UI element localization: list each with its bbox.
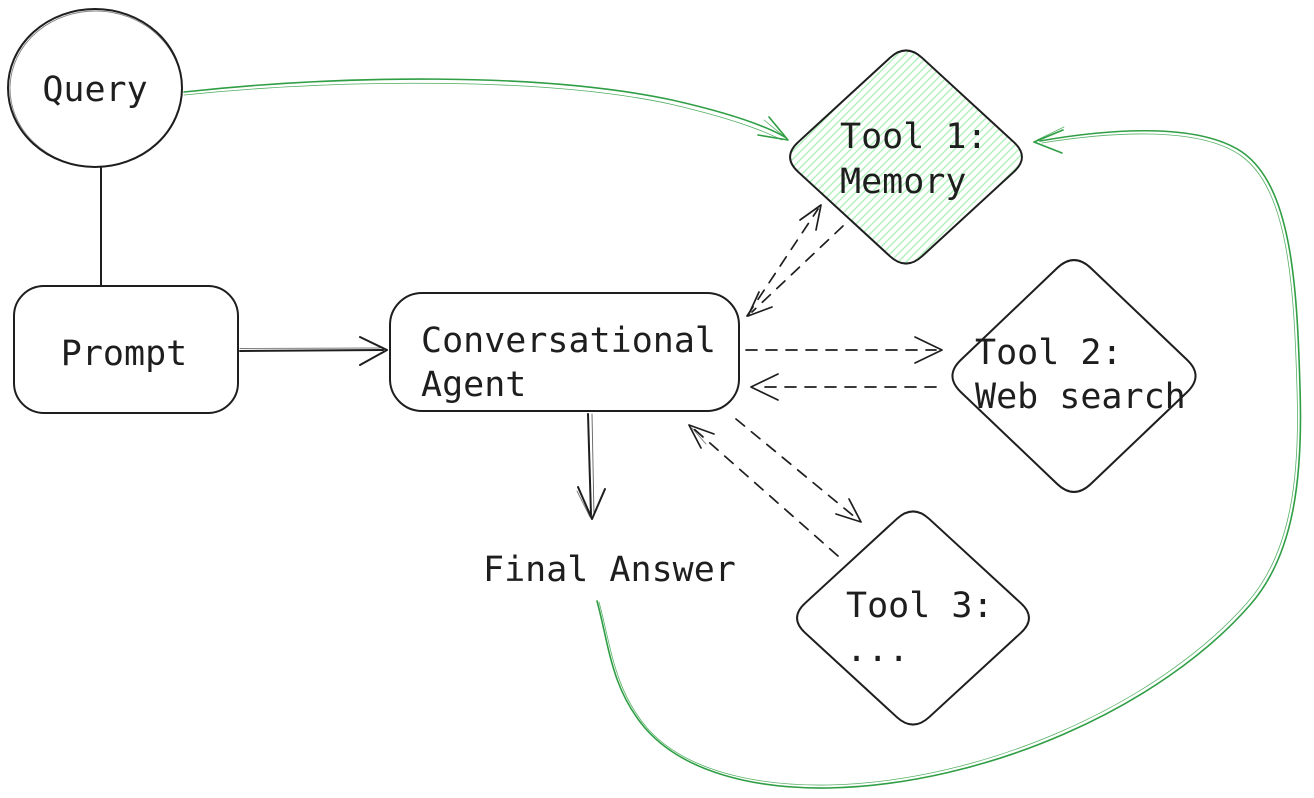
ink-layer <box>7 8 1197 726</box>
tool1-label-line2: Memory <box>840 162 966 202</box>
node-query <box>7 8 183 168</box>
node-tool1 <box>789 49 1023 265</box>
node-tool3 <box>796 510 1030 726</box>
node-prompt <box>13 285 239 414</box>
edge-query-to-tool1 <box>183 78 789 141</box>
green-layer <box>183 78 1302 789</box>
tool1-label-line1: Tool 1: <box>840 117 988 157</box>
node-tool2 <box>951 259 1197 493</box>
edge-agent-to-tool1 <box>746 204 822 317</box>
tool2-label-line1: Tool 2: <box>975 333 1123 373</box>
prompt-label: Prompt <box>61 334 187 374</box>
edge-tool2-to-agent <box>750 373 937 401</box>
label-layer: Query Prompt Conversational Agent Tool 1… <box>42 70 1185 670</box>
query-label: Query <box>42 70 147 110</box>
edge-agent-to-tool3 <box>735 418 862 523</box>
edge-agent-to-tool2 <box>745 336 943 364</box>
edge-agent-to-final-answer <box>576 413 606 520</box>
final-answer-label: Final Answer <box>483 550 736 590</box>
tool2-label-line2: Web search <box>975 377 1186 417</box>
edge-prompt-to-agent <box>239 336 388 366</box>
edge-tool3-to-agent <box>688 424 839 557</box>
agent-label-line2: Agent <box>421 365 526 405</box>
tool3-label-line2: ... <box>846 630 909 670</box>
edge-tool1-to-agent <box>747 225 844 317</box>
agent-label-line1: Conversational <box>421 321 716 361</box>
edge-final-answer-to-tool1-loop <box>596 126 1302 789</box>
query-circle-sketch <box>9 10 183 168</box>
node-agent <box>389 292 740 412</box>
tool3-label-line1: Tool 3: <box>846 586 994 626</box>
